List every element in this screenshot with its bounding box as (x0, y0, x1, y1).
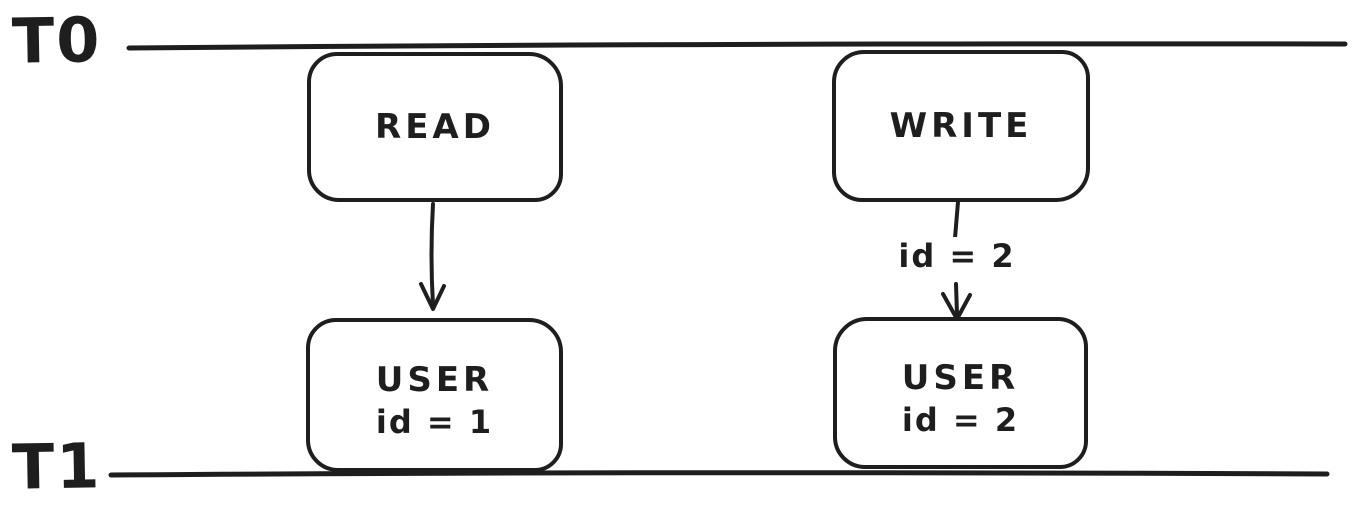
node-user-1: USER id = 1 (306, 318, 563, 472)
node-write: WRITE (832, 50, 1090, 202)
node-user-2-label: USER (901, 358, 1020, 399)
node-write-label: WRITE (889, 105, 1033, 146)
node-read: READ (307, 52, 563, 202)
edge-label-write-to-user2: id = 2 (873, 237, 1041, 276)
lane-label-t0: T0 (11, 3, 103, 78)
lane-line-t0 (126, 41, 1348, 51)
node-user-1-sublabel: id = 1 (375, 403, 494, 442)
lane-label-t1: T1 (11, 429, 103, 504)
node-read-label: READ (375, 106, 495, 147)
lane-line-t1 (108, 470, 1330, 478)
node-user-2: USER id = 2 (833, 317, 1088, 469)
node-user-1-label: USER (375, 360, 494, 401)
node-user-2-sublabel: id = 2 (901, 401, 1020, 440)
arrow-read-to-user1 (419, 202, 446, 311)
